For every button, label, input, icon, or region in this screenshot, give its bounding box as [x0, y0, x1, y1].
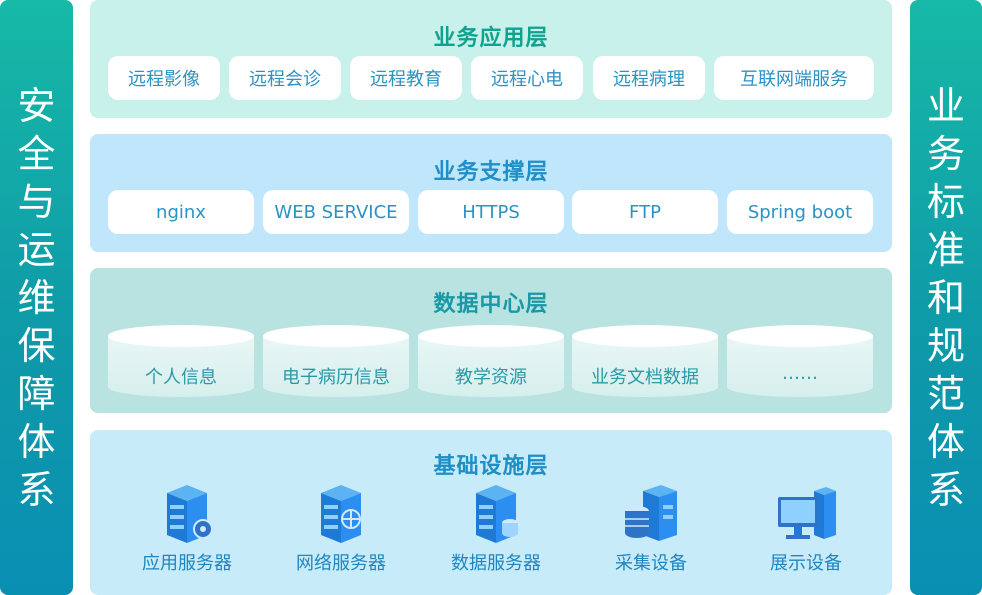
support-item: FTP [572, 190, 718, 234]
server-network-icon [321, 485, 361, 543]
device-label: 采集设备 [615, 553, 687, 574]
security-ops-bar: 安全与运维保障体系 [0, 0, 73, 595]
standards-label: 业务标准和规范体系 [926, 83, 965, 512]
app-item: 远程影像 [108, 56, 220, 100]
app-item: 远程会诊 [229, 56, 341, 100]
device-label: 展示设备 [770, 553, 842, 574]
server-gear-icon [167, 485, 213, 543]
device-label: 网络服务器 [296, 553, 386, 574]
security-ops-label: 安全与运维保障体系 [17, 83, 56, 512]
app-item: 远程教育 [350, 56, 462, 100]
data-layer-title: 数据中心层 [433, 292, 549, 317]
support-item: nginx [108, 190, 254, 234]
server-data-icon [476, 485, 518, 543]
database-label: 电子病历信息 [282, 367, 390, 388]
support-layer-title: 业务支撑层 [433, 160, 549, 185]
app-item: 远程心电 [471, 56, 583, 100]
database-cylinder: 电子病历信息 [263, 325, 409, 397]
infra-device: 展示设备 [751, 485, 861, 585]
database-label: …… [782, 363, 818, 384]
app-layer: 业务应用层 远程影像 远程会诊 远程教育 远程心电 远程病理 互联网端服务 [90, 0, 892, 118]
collection-device-icon [625, 485, 677, 541]
infra-device: 网络服务器 [286, 485, 396, 585]
infra-layer-title: 基础设施层 [433, 454, 549, 479]
standards-bar: 业务标准和规范体系 [910, 0, 982, 595]
support-item: WEB SERVICE [263, 190, 409, 234]
database-label: 教学资源 [455, 367, 527, 388]
data-layer: 数据中心层 个人信息 电子病历信息 教学资源 业务文档数据 …… [90, 268, 892, 413]
database-cylinder: …… [727, 325, 873, 397]
database-cylinder: 教学资源 [418, 325, 564, 397]
infra-device: 数据服务器 [441, 485, 551, 585]
display-device-icon [778, 487, 836, 539]
infra-device: 应用服务器 [132, 485, 242, 585]
device-label: 应用服务器 [142, 553, 232, 574]
app-item: 远程病理 [593, 56, 705, 100]
app-layer-title: 业务应用层 [433, 26, 549, 51]
app-item: 互联网端服务 [714, 56, 874, 100]
infra-layer: 基础设施层 应用服务器 网络服务器 [90, 430, 892, 595]
database-cylinder: 个人信息 [108, 325, 254, 397]
support-layer: 业务支撑层 nginx WEB SERVICE HTTPS FTP Spring… [90, 134, 892, 252]
database-label: 业务文档数据 [591, 367, 699, 388]
database-label: 个人信息 [145, 367, 217, 388]
device-label: 数据服务器 [451, 553, 541, 574]
support-item: HTTPS [418, 190, 564, 234]
database-cylinder: 业务文档数据 [572, 325, 718, 397]
support-item: Spring boot [727, 190, 873, 234]
infra-device: 采集设备 [596, 485, 706, 585]
